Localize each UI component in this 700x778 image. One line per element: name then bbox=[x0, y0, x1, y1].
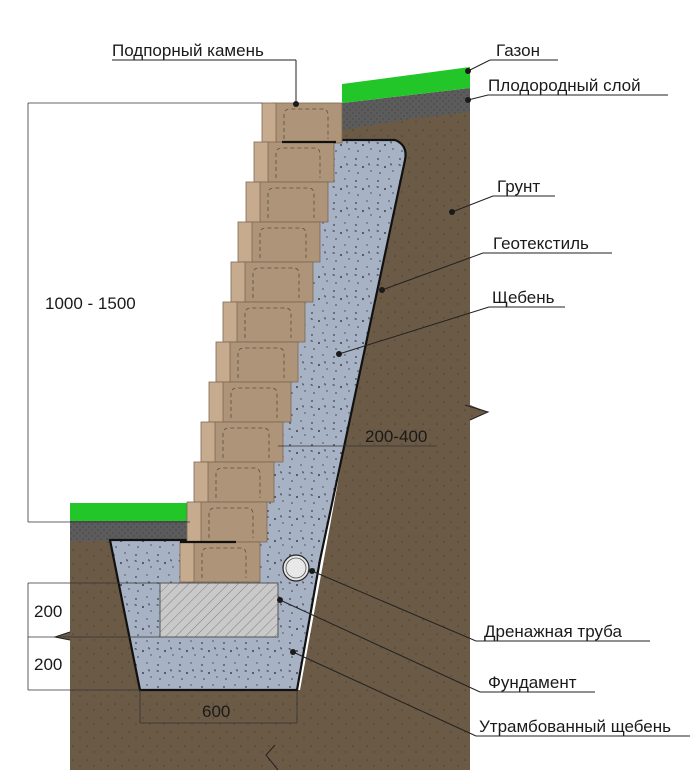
dim-base-height: 200 bbox=[34, 655, 62, 674]
label-lawn: Газон bbox=[496, 41, 540, 60]
stone-cavity bbox=[244, 307, 292, 338]
stone-cavity bbox=[267, 187, 315, 218]
foundation-block bbox=[159, 582, 279, 638]
stone-cavity bbox=[222, 427, 270, 458]
retaining-stones bbox=[179, 102, 343, 583]
stone-cavity bbox=[259, 227, 307, 258]
soil-upper bbox=[300, 90, 488, 745]
label-compacted-gravel: Утрамбованный щебень bbox=[479, 717, 671, 736]
stone-cavity bbox=[230, 387, 278, 418]
stone-cavity bbox=[201, 547, 247, 578]
fertile-front bbox=[70, 521, 190, 541]
stone-cavity bbox=[208, 507, 254, 538]
dim-wall-height: 1000 - 1500 bbox=[45, 294, 136, 313]
stone-face bbox=[237, 221, 253, 263]
stone-face bbox=[230, 261, 246, 303]
stone-face bbox=[208, 381, 224, 423]
stone-face bbox=[261, 102, 277, 144]
stone-face bbox=[215, 341, 231, 383]
fertile-layer bbox=[342, 88, 470, 130]
stone-cavity bbox=[252, 267, 300, 298]
stone-cavity bbox=[237, 347, 285, 378]
label-soil: Грунт bbox=[497, 177, 540, 196]
stone-face bbox=[253, 141, 269, 183]
stone-cavity bbox=[215, 467, 261, 498]
stone-face bbox=[179, 541, 195, 583]
drain-pipe bbox=[282, 554, 310, 582]
dim-foundation-height: 200 bbox=[34, 602, 62, 621]
dim-base-width: 600 bbox=[202, 702, 230, 721]
stone-face bbox=[200, 421, 216, 463]
lawn-front bbox=[70, 503, 190, 521]
stone-cavity bbox=[283, 108, 329, 139]
label-gravel: Щебень bbox=[492, 288, 555, 307]
lawn-top bbox=[342, 67, 470, 103]
stone-face bbox=[193, 461, 209, 503]
stone-cavity bbox=[275, 147, 321, 178]
label-fertile-layer: Плодородный слой bbox=[488, 76, 641, 95]
stone-face bbox=[245, 181, 261, 223]
soil-bottom bbox=[70, 690, 470, 770]
stone-face bbox=[222, 301, 238, 343]
label-geotextile: Геотекстиль bbox=[493, 234, 589, 253]
label-drain-pipe: Дренажная труба bbox=[484, 622, 622, 641]
dim-backfill-width: 200-400 bbox=[365, 427, 427, 446]
label-retaining-stone: Подпорный камень bbox=[112, 41, 264, 60]
label-foundation: Фундамент bbox=[488, 673, 577, 692]
